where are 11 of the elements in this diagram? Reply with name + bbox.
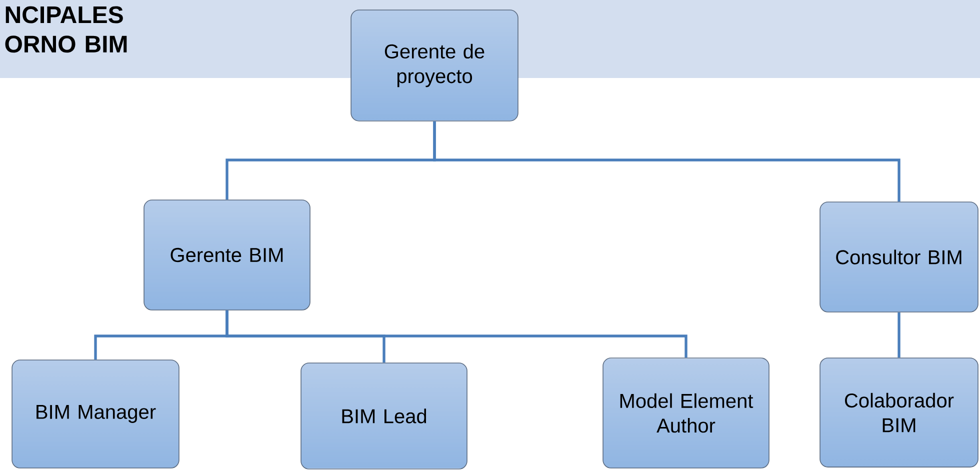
role-box: Gerente BIM [144, 200, 310, 310]
connector [226, 310, 688, 358]
role-box: Model Element Author [602, 358, 770, 468]
role-box: BIM Lead [300, 362, 468, 470]
role-box: BIM Manager [12, 360, 180, 468]
role-box: Gerente de proyecto [350, 10, 518, 122]
connector [433, 121, 900, 202]
role-box: Colaborador BIM [820, 358, 978, 468]
title: NCIPALES ORNO BIM [5, 6, 127, 53]
connector [898, 312, 900, 358]
role-box: Consultor BIM [820, 202, 978, 312]
